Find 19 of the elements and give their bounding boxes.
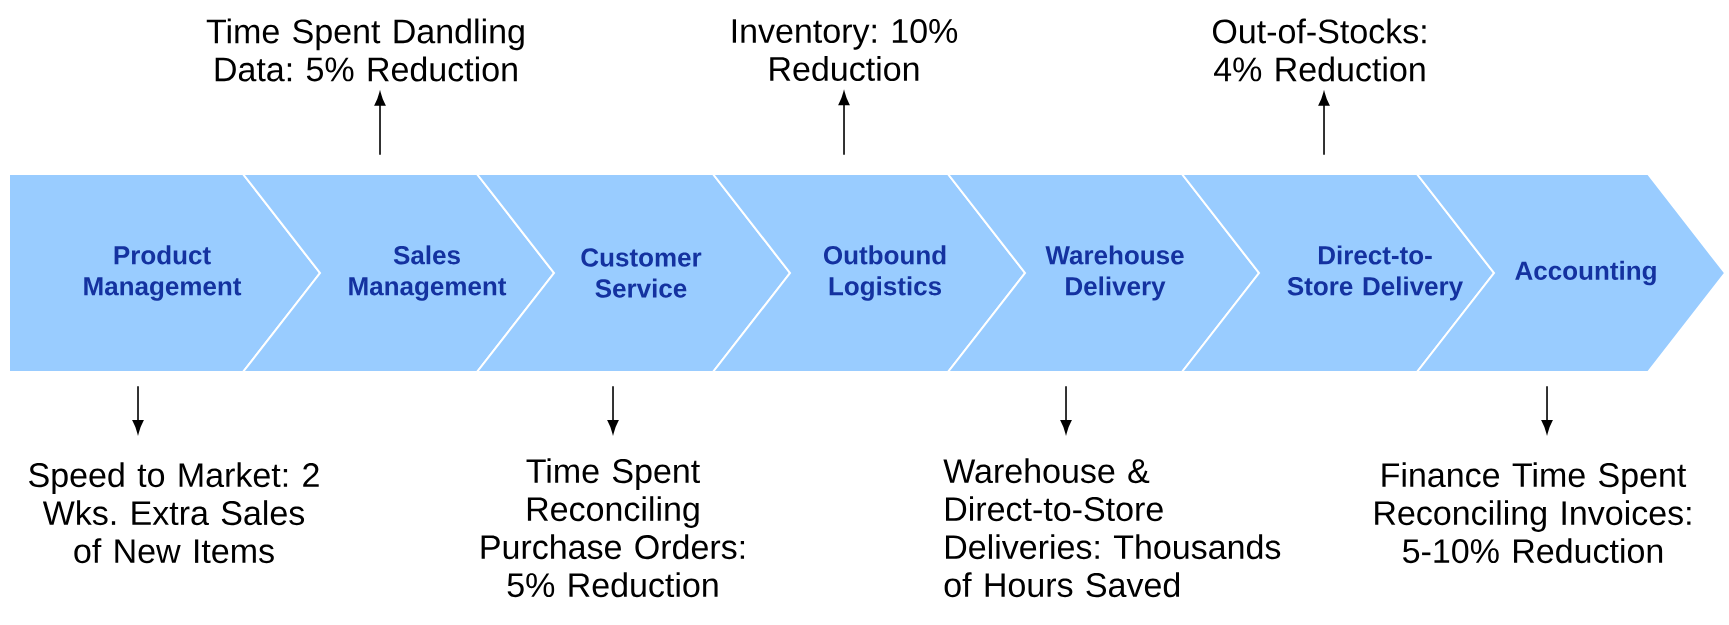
outcome-text: Time Spent Dandling Data: 5% Reduction bbox=[206, 18, 524, 82]
outcome-text: Finance Time Spent Reconciling Invoices: 5-10% Reduction bbox=[1375, 462, 1691, 564]
outcome-text: Inventory: 10% Reduction bbox=[732, 18, 958, 82]
arrow bbox=[838, 91, 850, 156]
process-step: Product Management bbox=[8, 173, 322, 373]
outcome-text: Out-of-Stocks: 4% Reduction bbox=[1213, 18, 1426, 82]
outcome-text: Warehouse & Direct-to-Store Deliveries: Thousands of Hours Saved bbox=[943, 458, 1281, 598]
process-step: Sales Management bbox=[240, 173, 556, 373]
outcome-text: Speed to Market: 2 Wks. Extra Sales of New Items bbox=[29, 462, 319, 564]
arrow bbox=[374, 92, 386, 156]
process-step: Outbound Logistics bbox=[710, 173, 1027, 373]
arrow bbox=[132, 385, 144, 434]
node-label: Accounting bbox=[1515, 260, 1656, 286]
arrow bbox=[607, 385, 619, 434]
outcome-text: Time Spent Reconciling Purchase Orders: 5% Reduction bbox=[481, 458, 744, 598]
arrow bbox=[1318, 92, 1330, 156]
process-step: Warehouse Delivery bbox=[945, 173, 1261, 373]
arrow bbox=[1060, 385, 1072, 434]
arrow bbox=[1541, 385, 1553, 434]
